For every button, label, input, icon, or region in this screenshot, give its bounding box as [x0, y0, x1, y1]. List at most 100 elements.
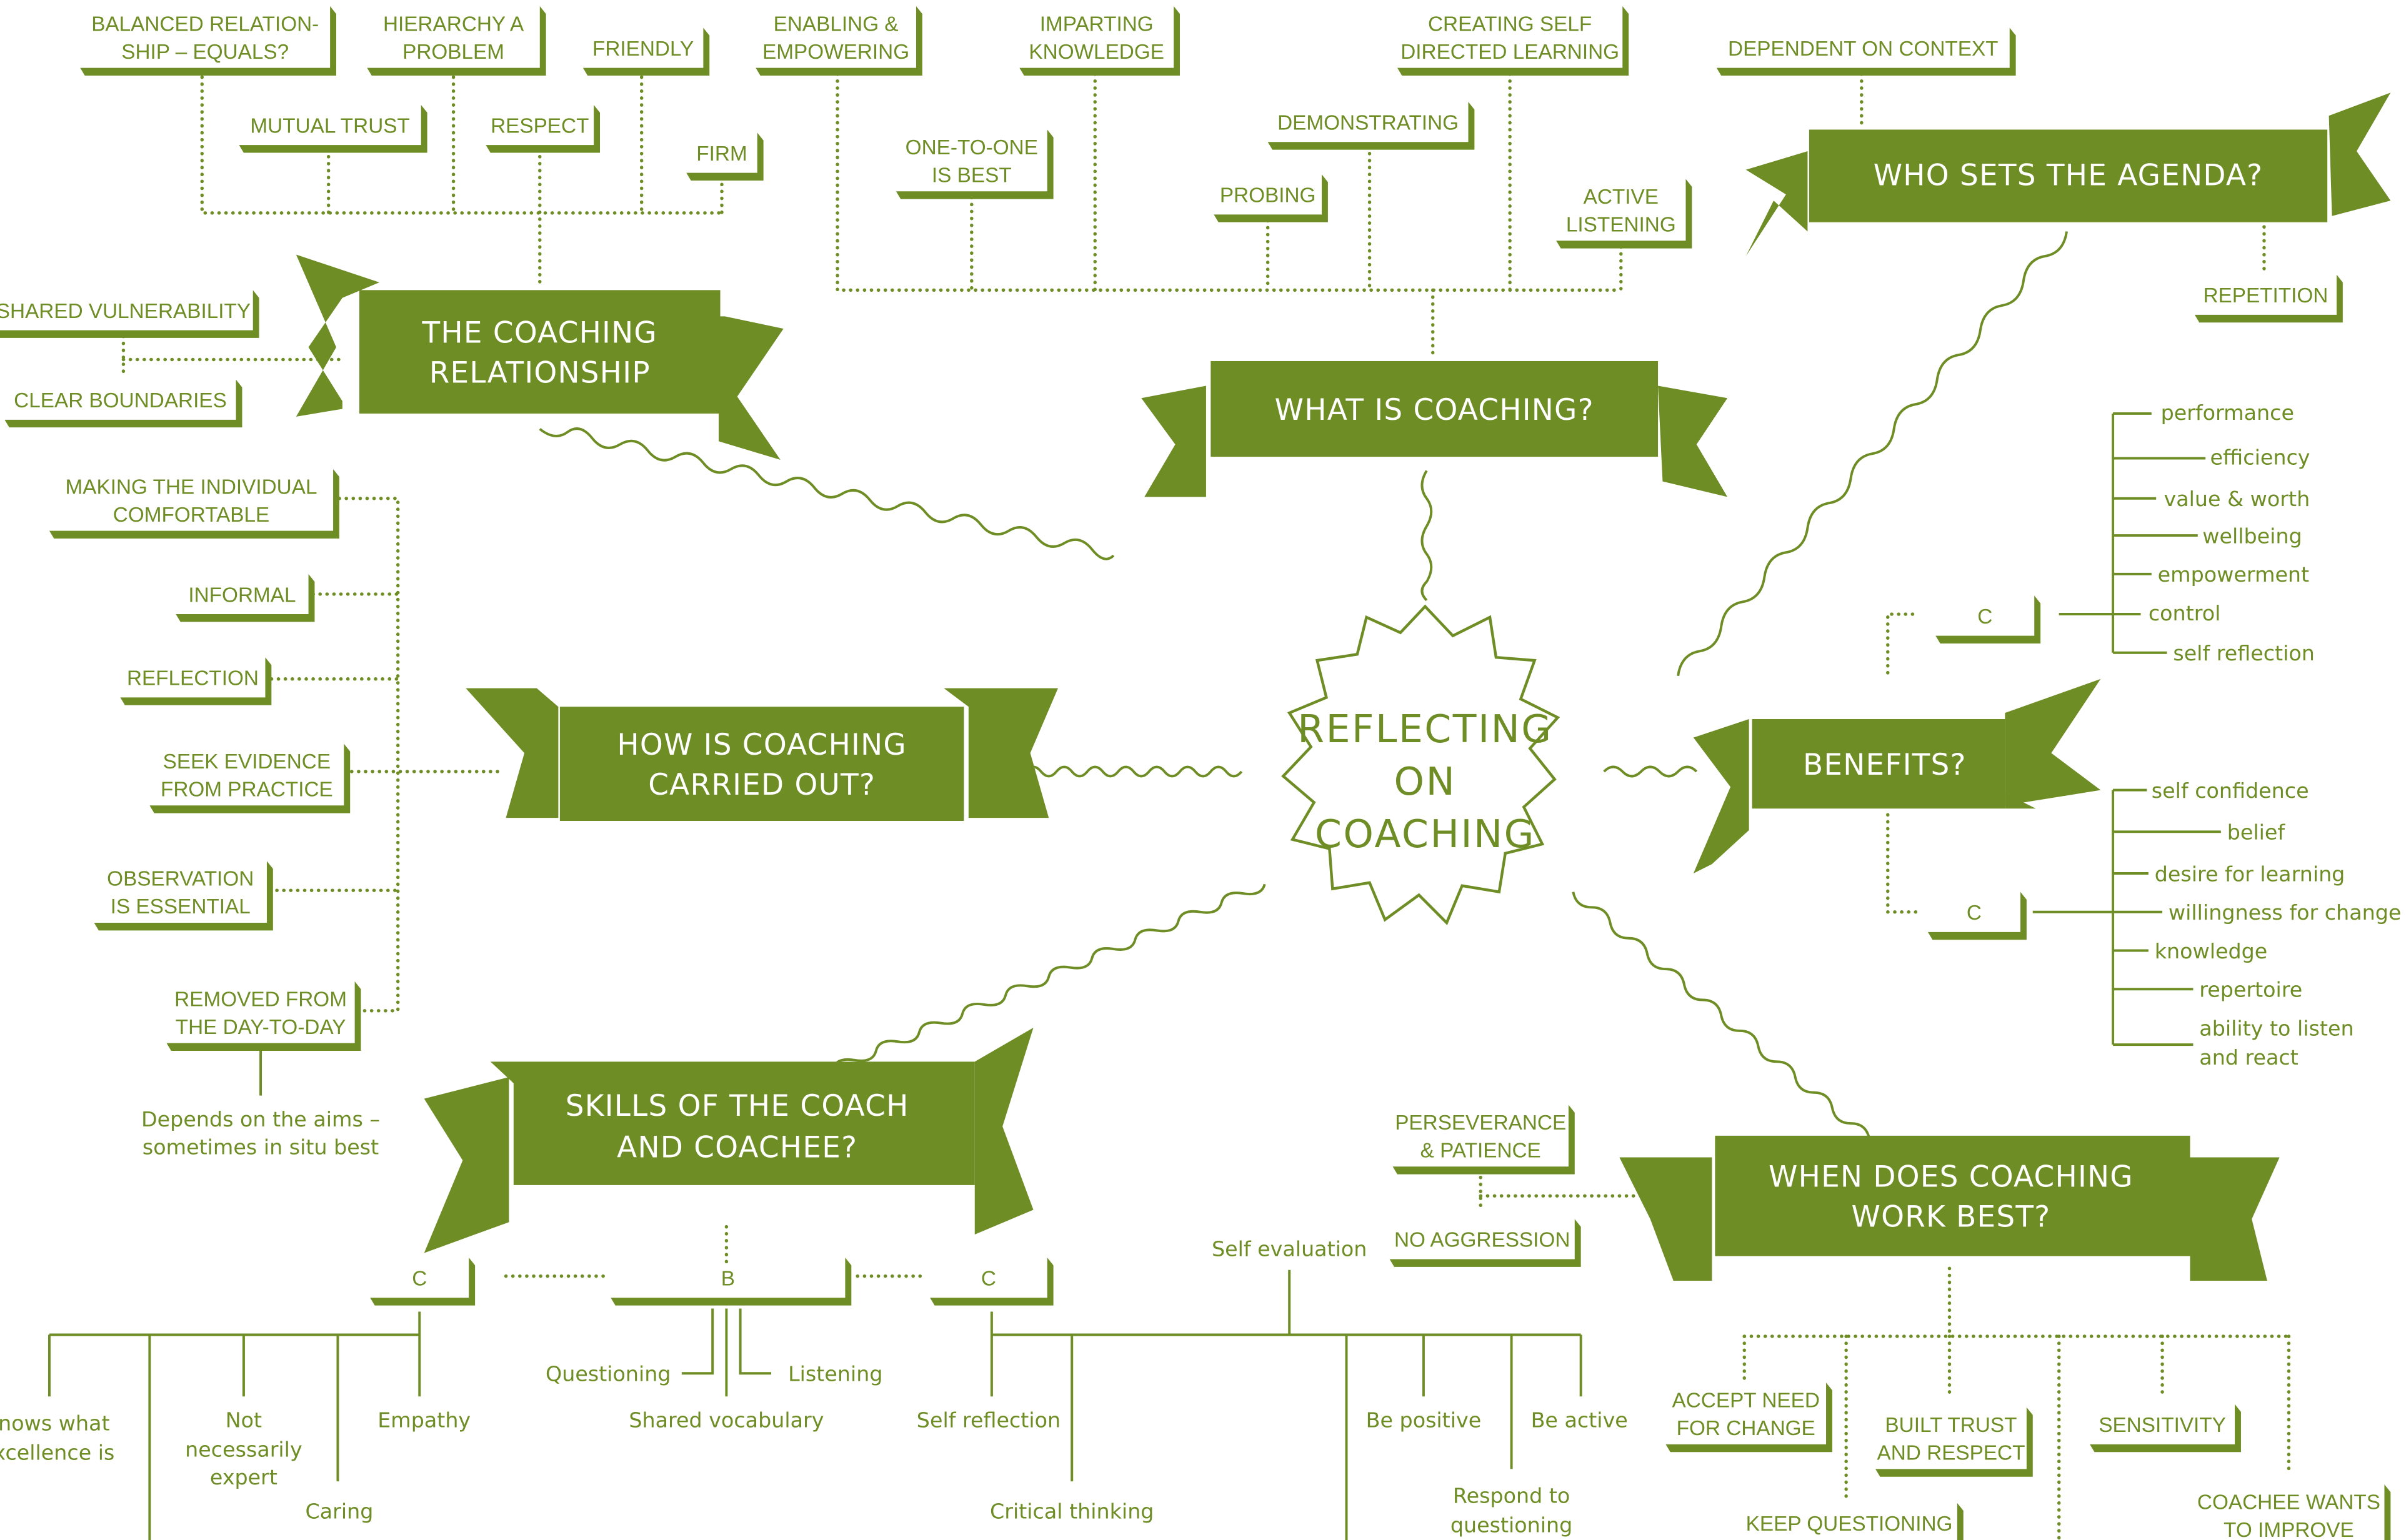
banner-tail-left	[466, 688, 559, 818]
label-informal[interactable]: INFORMAL	[176, 574, 315, 622]
banner-title: WHAT IS COACHING?	[1275, 393, 1594, 427]
label-perseverance[interactable]: PERSEVERANCE& PATIENCE	[1392, 1105, 1575, 1175]
banner-what-is-coaching[interactable]: WHAT IS COACHING?	[1141, 360, 1728, 497]
leaf-value-worth[interactable]: value & worth	[2164, 487, 2310, 511]
label-text: LISTENING	[1566, 213, 1676, 236]
banner-when-does-coaching[interactable]: WHEN DOES COACHING WORK BEST?	[1619, 1135, 2280, 1281]
label-skills-coach[interactable]: C	[370, 1258, 476, 1306]
label-shadow	[756, 6, 922, 76]
center-title-line-2: ON	[1394, 759, 1457, 804]
label-repetition[interactable]: REPETITION	[2194, 274, 2343, 323]
label-shadow	[80, 6, 337, 76]
label-skills-coachee[interactable]: C	[930, 1258, 1054, 1306]
label-skills-both[interactable]: B	[611, 1258, 852, 1306]
central-topic[interactable]: REFLECTING ON COACHING	[1281, 604, 1560, 925]
leaf-be-positive[interactable]: Be positive	[1366, 1408, 1482, 1433]
leaf-shared-vocabulary[interactable]: Shared vocabulary	[629, 1408, 824, 1433]
leaf-listening[interactable]: Listening	[788, 1362, 882, 1386]
label-shadow	[2090, 1404, 2241, 1453]
label-friendly[interactable]: FRIENDLY	[582, 27, 710, 76]
label-text: ENABLING &	[774, 12, 899, 36]
label-text: REFLECTION	[127, 667, 259, 690]
label-respect[interactable]: RESPECT	[486, 104, 601, 153]
leaf-ability-to-listen-1[interactable]: ability to listen	[2199, 1016, 2354, 1040]
label-shadow	[1665, 1383, 1832, 1453]
banner-who-sets-agenda[interactable]: WHO SETS THE AGENDA?	[1745, 92, 2391, 257]
label-dependent[interactable]: DEPENDENT ON CONTEXT	[1716, 27, 2016, 76]
label-text: B	[721, 1267, 735, 1290]
benefits-coachee-leaves: performance efficiency value & worth wel…	[2149, 400, 2315, 665]
label-probing[interactable]: PROBING	[1214, 174, 1328, 222]
label-enabling[interactable]: ENABLING &EMPOWERING	[756, 6, 922, 76]
depends-note-line-1: Depends on the aims –	[141, 1107, 380, 1131]
label-coachee-benefits[interactable]: C	[1935, 595, 2041, 643]
label-shadow	[1927, 892, 2027, 940]
label-mutual-trust[interactable]: MUTUAL TRUST	[239, 104, 427, 153]
leaf-knowledge[interactable]: knowledge	[2155, 939, 2268, 963]
label-text: BUILT TRUST	[1885, 1414, 2017, 1437]
label-shadow	[1389, 1219, 1581, 1267]
leaf-knows-excellence-1[interactable]: nows what	[0, 1411, 110, 1436]
label-firm[interactable]: FIRM	[686, 132, 764, 181]
leaf-efficiency[interactable]: efficiency	[2210, 445, 2310, 469]
banner-tail-right	[1658, 385, 1728, 497]
leaf-empowerment[interactable]: empowerment	[2158, 562, 2309, 587]
leaf-desire-for-learning[interactable]: desire for learning	[2155, 862, 2345, 886]
leaf-willingness-for-change[interactable]: willingness for change	[2169, 900, 2401, 925]
label-shadow	[1214, 174, 1328, 222]
leaf-self-reflection[interactable]: self reflection	[2173, 641, 2315, 665]
leaf-performance[interactable]: performance	[2161, 400, 2294, 425]
label-sensitivity[interactable]: SENSITIVITY	[2090, 1404, 2241, 1453]
leaf-be-active[interactable]: Be active	[1531, 1408, 1628, 1433]
leaf-self-evaluation[interactable]: Self evaluation	[1212, 1237, 1367, 1261]
label-shared-vulnerability[interactable]: SHARED VULNERABILITY	[0, 290, 259, 338]
label-coach-benefits[interactable]: C	[1927, 892, 2027, 940]
banner-tail-right	[974, 1027, 1034, 1234]
leaf-empathy[interactable]: Empathy	[377, 1408, 471, 1433]
label-text: SENSITIVITY	[2099, 1414, 2226, 1437]
banner-tail-right	[2329, 92, 2391, 216]
label-clear-boundaries[interactable]: CLEAR BOUNDARIES	[4, 379, 242, 428]
label-text: INFORMAL	[188, 584, 296, 607]
label-text: ONE-TO-ONE	[906, 136, 1038, 159]
leaf-self-confidence[interactable]: self confidence	[2152, 778, 2309, 803]
leaf-control[interactable]: control	[2149, 601, 2220, 625]
leaf-repertoire[interactable]: repertoire	[2199, 978, 2302, 1002]
banner-benefits[interactable]: BENEFITS?	[1693, 678, 2101, 873]
label-no-aggression[interactable]: NO AGGRESSION	[1389, 1219, 1581, 1267]
label-shadow	[149, 743, 351, 813]
label-text: PROBING	[1220, 184, 1316, 207]
leaf-caring[interactable]: Caring	[306, 1499, 374, 1523]
leaf-respond-1[interactable]: Respond to	[1453, 1484, 1570, 1508]
label-demonstrating[interactable]: DEMONSTRATING	[1267, 102, 1475, 150]
banner-how-is-coaching[interactable]: HOW IS COACHING CARRIED OUT?	[466, 688, 1059, 822]
label-text: HIERARCHY A	[383, 12, 524, 36]
skills-coachee-leaves: Self reflection Critical thinking Self e…	[917, 1237, 1628, 1538]
label-text: CREATING SELF	[1428, 12, 1592, 36]
label-text: OBSERVATION	[107, 868, 254, 891]
label-reflection[interactable]: REFLECTION	[120, 657, 272, 705]
banner-coaching-relationship[interactable]: THE COACHING RELATIONSHIP	[296, 254, 784, 460]
leaf-critical-thinking[interactable]: Critical thinking	[990, 1499, 1154, 1523]
leaf-questioning[interactable]: Questioning	[546, 1362, 671, 1386]
leaf-self-reflection[interactable]: Self reflection	[917, 1408, 1061, 1433]
label-text: REMOVED FROM	[174, 988, 347, 1011]
leaf-wellbeing[interactable]: wellbeing	[2202, 524, 2302, 548]
label-balanced-relationship[interactable]: BALANCED RELATION-SHIP – EQUALS?	[80, 6, 337, 76]
leaf-not-expert-1[interactable]: Not	[226, 1408, 262, 1433]
label-keep-questioning[interactable]: KEEP QUESTIONING	[1741, 1503, 1964, 1540]
leaf-belief[interactable]: belief	[2227, 820, 2286, 845]
banner-skills[interactable]: SKILLS OF THE COACH AND COACHEE?	[424, 1027, 1034, 1253]
